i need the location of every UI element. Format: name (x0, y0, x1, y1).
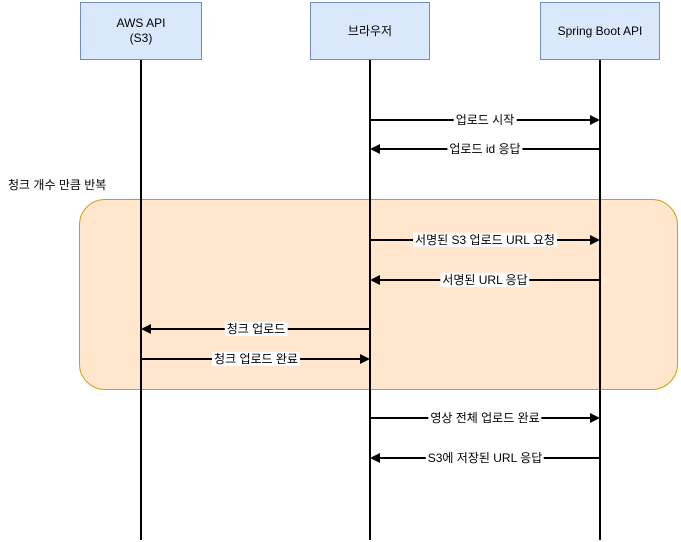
message-label: S3에 저장된 URL 응답 (425, 450, 545, 466)
message-label: 청크 업로드 (224, 321, 288, 337)
message-label: 청크 업로드 완료 (212, 351, 300, 367)
arrowhead-left-icon (370, 144, 380, 154)
actor-label: Spring Boot API (557, 23, 643, 38)
actor-spring-boot-api: Spring Boot API (540, 2, 660, 60)
actor-label: 브라우저 (347, 23, 393, 38)
lifeline-aws-api-s3 (140, 60, 142, 540)
message-label: 영상 전체 업로드 완료 (428, 410, 542, 426)
actor-label: AWS API (116, 16, 166, 30)
arrowhead-left-icon (370, 453, 380, 463)
actor-aws-api-s3: AWS API (S3) (80, 2, 202, 60)
actor-sublabel: (S3) (129, 31, 153, 45)
message-label: 업로드 id 응답 (447, 141, 523, 157)
message-label: 서명된 S3 업로드 URL 요청 (413, 232, 557, 248)
arrowhead-right-icon (590, 115, 600, 125)
arrowhead-left-icon (370, 275, 380, 285)
message-label: 업로드 시작 (453, 112, 517, 128)
loop-label: 청크 개수 만큼 반복 (8, 178, 107, 192)
arrowhead-right-icon (590, 235, 600, 245)
arrowhead-right-icon (590, 413, 600, 423)
message-label: 서명된 URL 응답 (440, 272, 530, 288)
actor-browser: 브라우저 (310, 2, 430, 60)
arrowhead-left-icon (141, 324, 151, 334)
lifeline-browser (369, 60, 371, 540)
lifeline-spring-boot-api (599, 60, 601, 540)
arrowhead-right-icon (360, 354, 370, 364)
loop-frame (79, 199, 678, 390)
